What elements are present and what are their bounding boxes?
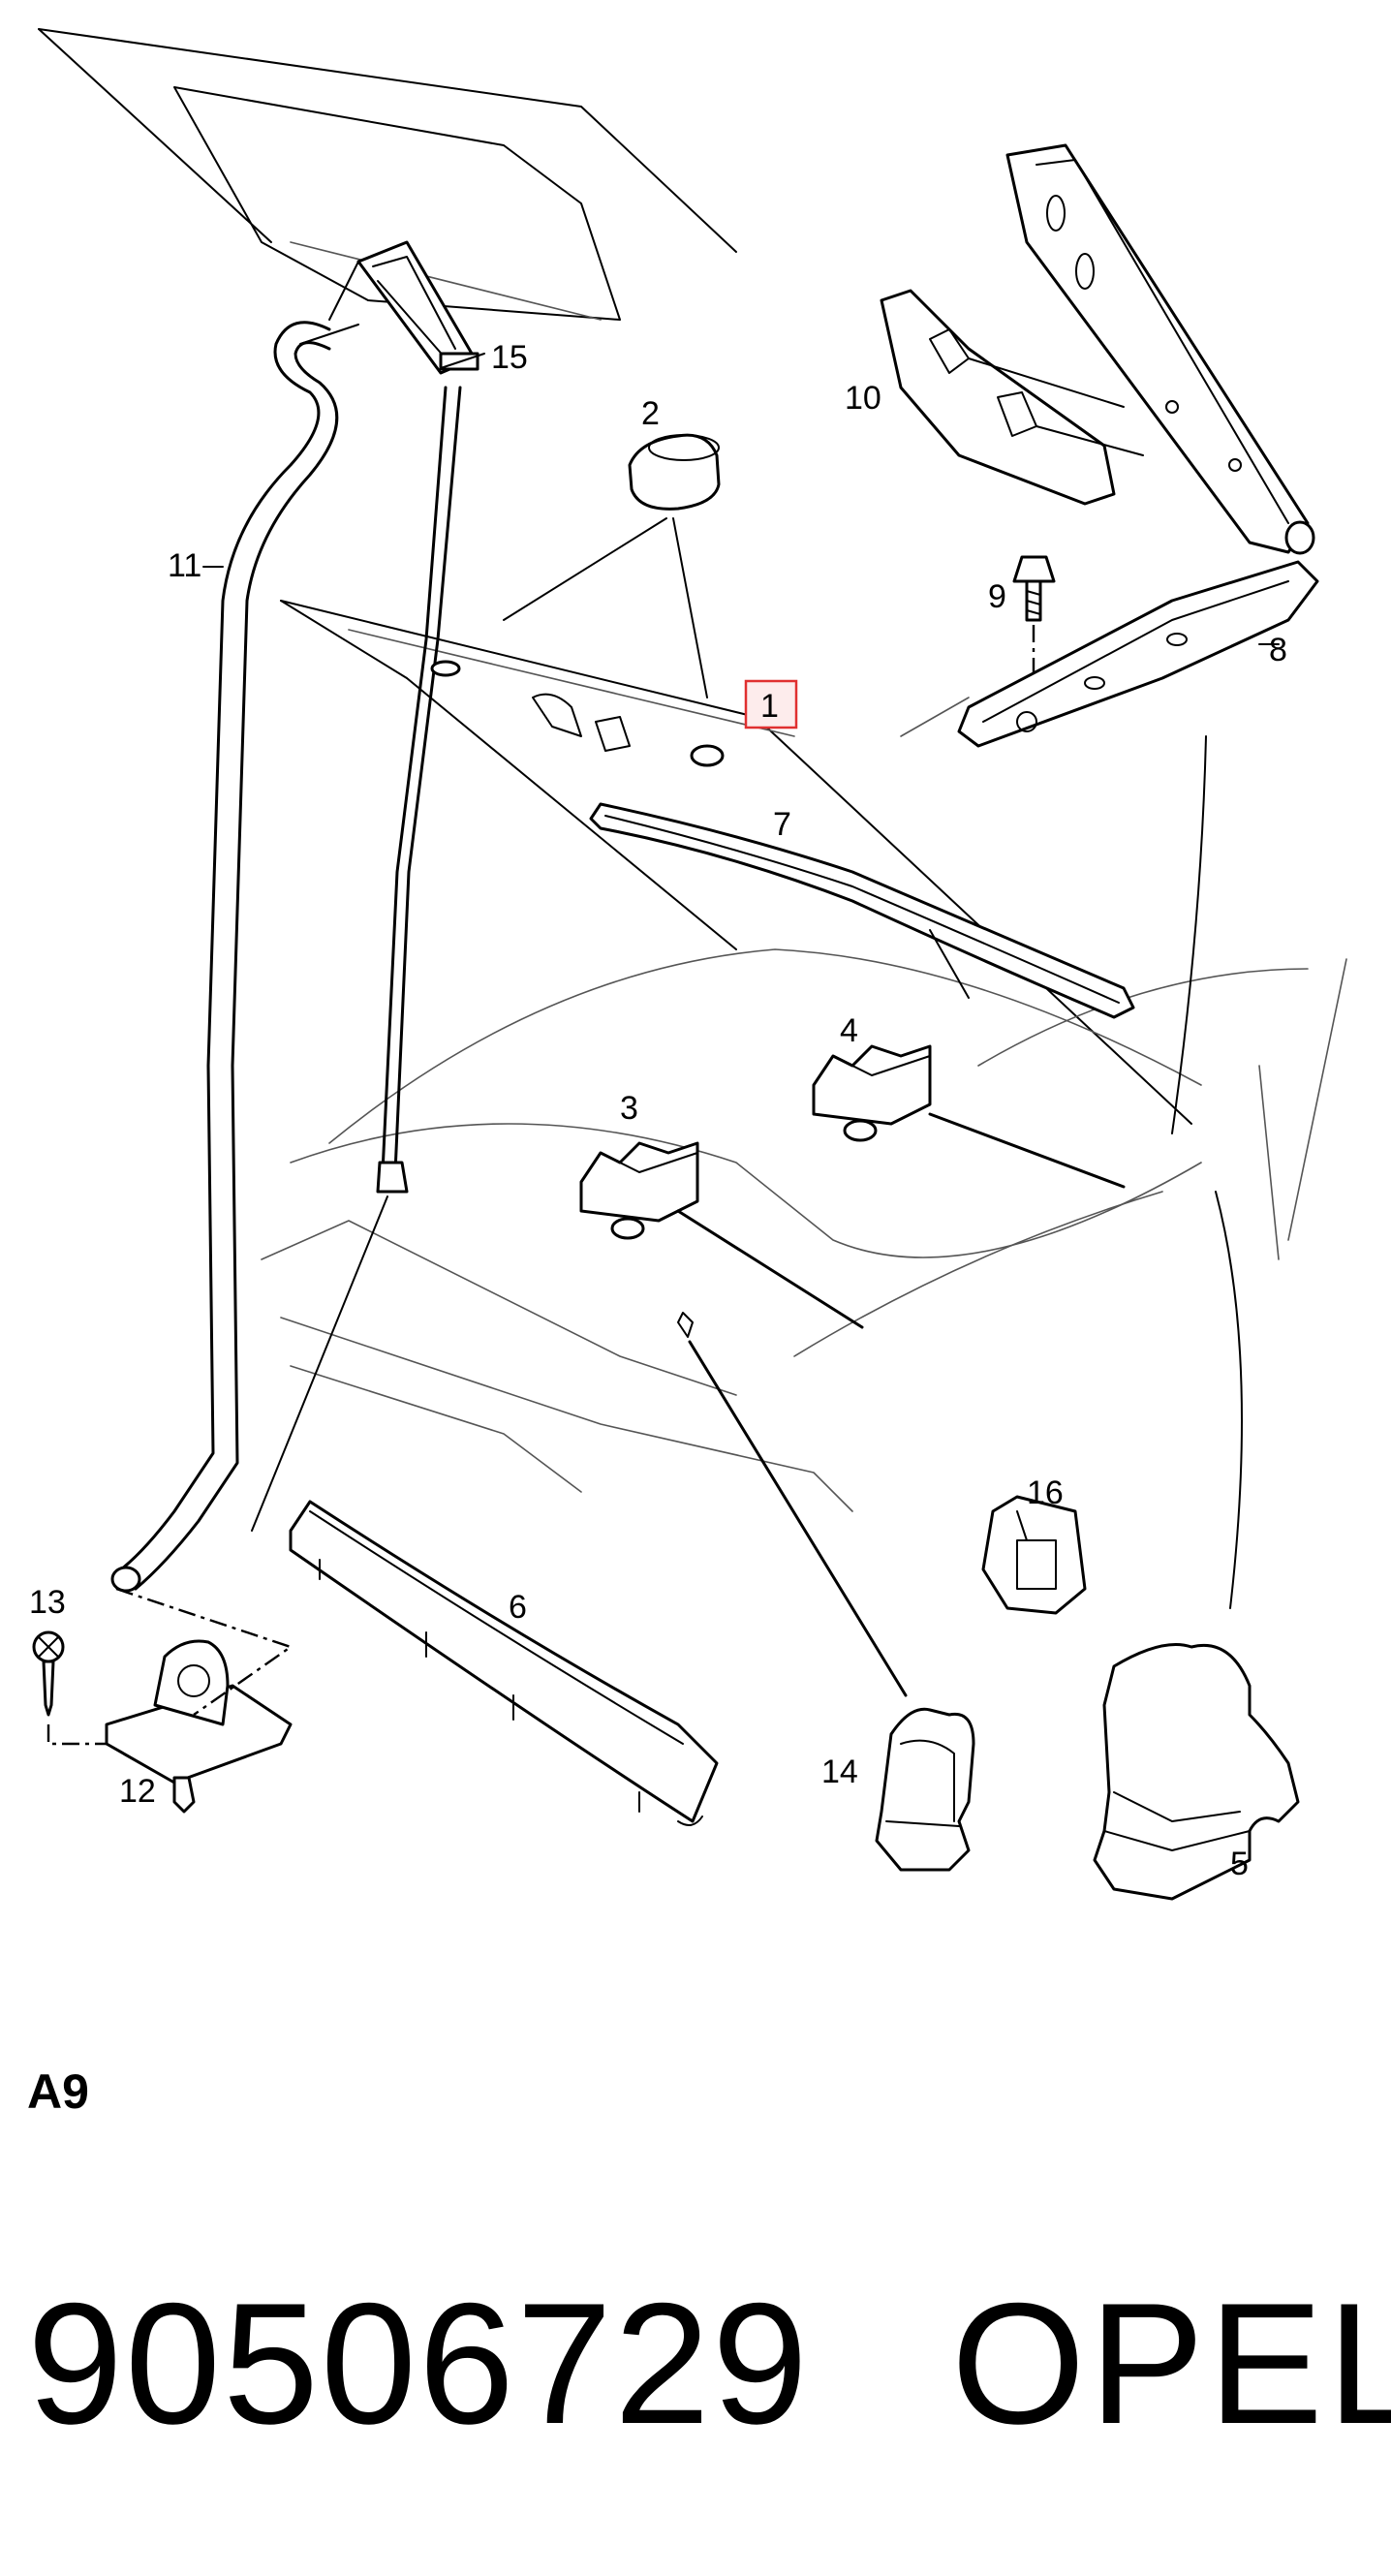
callout-3: 3 bbox=[620, 1090, 638, 1127]
hood-front-detail bbox=[532, 693, 631, 752]
part-10-hinge-bracket bbox=[880, 289, 1144, 506]
vehicle-body-outline bbox=[261, 948, 1347, 1512]
callout-1: 1 bbox=[760, 688, 779, 725]
callout-5: 5 bbox=[1230, 1846, 1249, 1882]
hood-hinge-assembly bbox=[1005, 143, 1315, 555]
brand-name: OPEL bbox=[951, 2267, 1391, 2460]
part-6-front-trim bbox=[289, 1500, 719, 1826]
part-9-bolt bbox=[1012, 555, 1056, 717]
part-number: 90506729 bbox=[27, 2267, 810, 2460]
leader-lines bbox=[202, 353, 1280, 645]
hood-support-rod bbox=[251, 386, 462, 1532]
callout-labels: 1 2 3 4 5 6 7 8 9 10 11 12 13 14 15 16 bbox=[29, 339, 1287, 1882]
callout-2: 2 bbox=[641, 395, 660, 432]
windshield-outline bbox=[38, 28, 737, 321]
callout-9: 9 bbox=[988, 578, 1006, 615]
section-code: A9 bbox=[27, 2064, 89, 2119]
callout-8: 8 bbox=[1269, 632, 1287, 668]
part-14-rod-clip bbox=[677, 1312, 975, 1872]
callout-4: 4 bbox=[840, 1012, 858, 1049]
part-7-seal-strip bbox=[589, 802, 1135, 1019]
part-12-lock-bracket bbox=[105, 1587, 294, 1814]
part-16-clip bbox=[981, 1495, 1087, 1615]
callout-10: 10 bbox=[845, 380, 881, 417]
callout-16: 16 bbox=[1027, 1474, 1064, 1511]
part-5-insulator bbox=[1093, 1643, 1300, 1901]
part-2-rubber-bumper bbox=[430, 433, 725, 767]
part-11-hose bbox=[110, 321, 359, 1593]
callout-12: 12 bbox=[119, 1773, 156, 1810]
part-3-hood-stop bbox=[579, 1141, 864, 1329]
part-8-hinge-plate bbox=[900, 560, 1319, 748]
callout-6: 6 bbox=[509, 1589, 527, 1626]
body-line bbox=[1215, 1191, 1243, 1609]
callout-13: 13 bbox=[29, 1584, 66, 1621]
part-4-hood-stop bbox=[812, 1044, 1126, 1189]
callout-11: 11 bbox=[168, 547, 201, 584]
callout-14: 14 bbox=[821, 1754, 858, 1790]
body-line bbox=[1171, 735, 1207, 1134]
callout-15: 15 bbox=[491, 339, 528, 376]
callout-7: 7 bbox=[773, 806, 791, 843]
callout-1-highlight-box bbox=[744, 679, 798, 729]
